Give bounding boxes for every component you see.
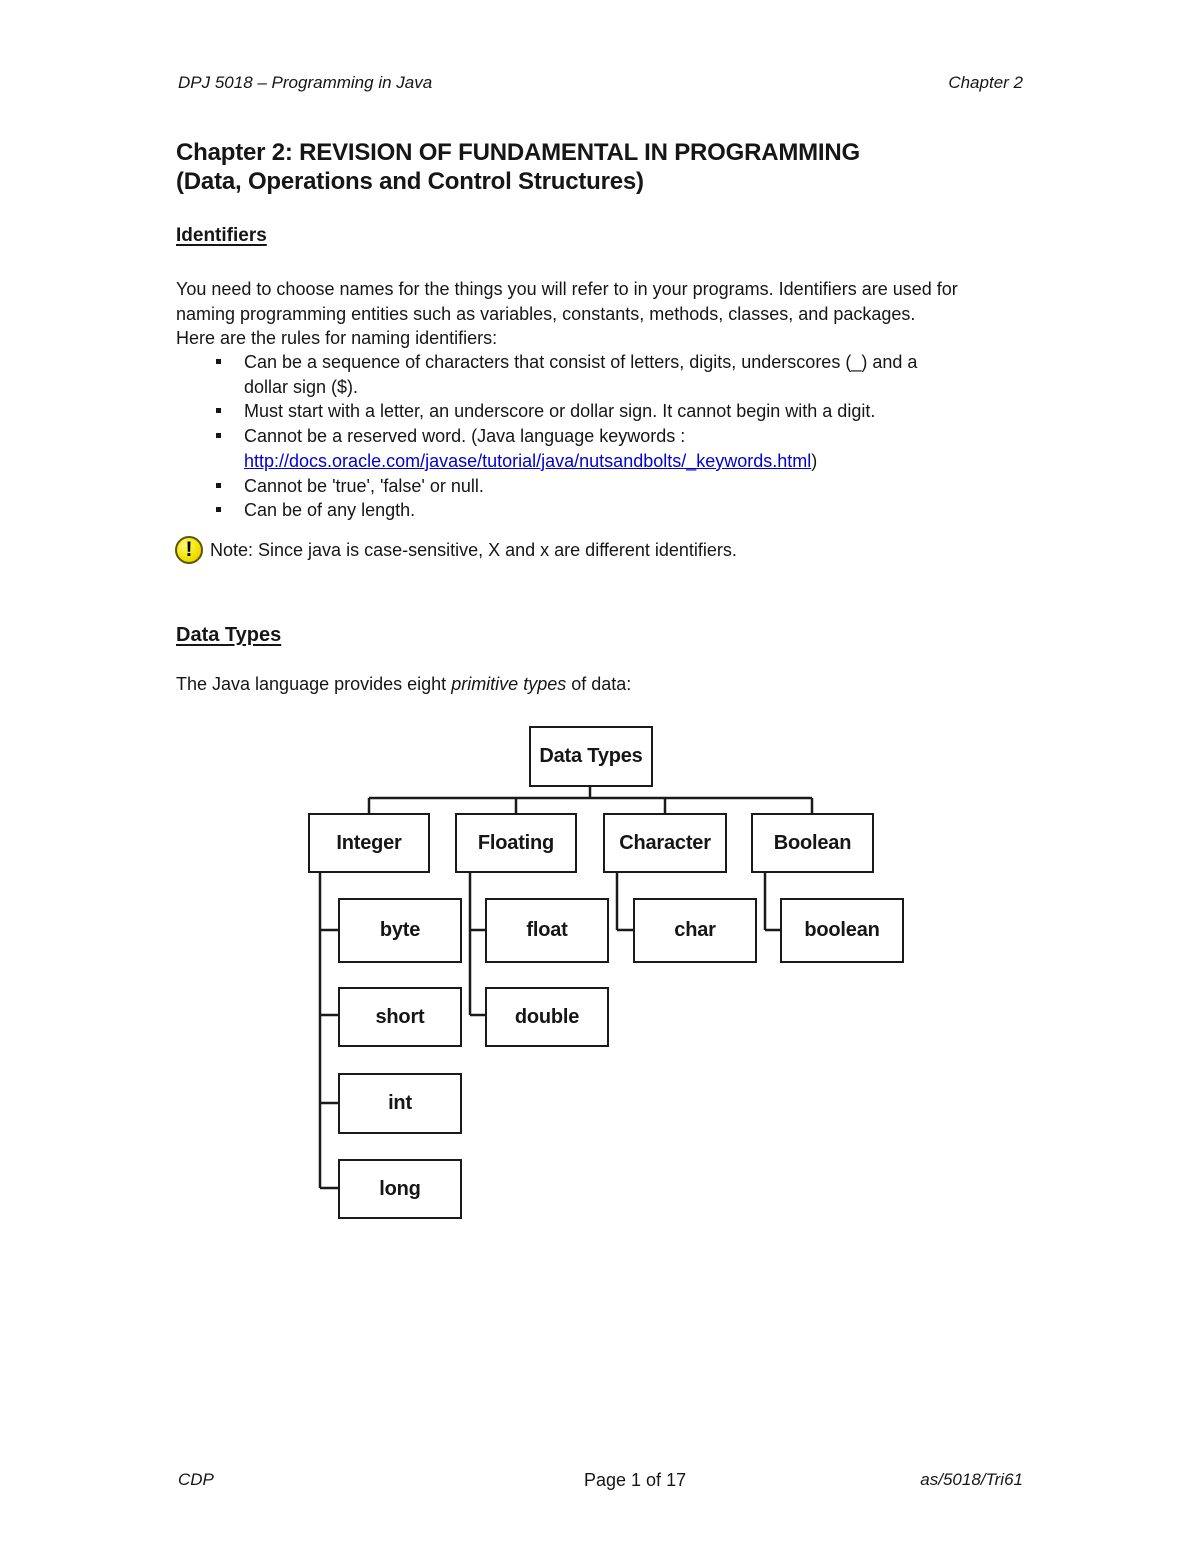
- diagram-box-int: int: [338, 1073, 462, 1134]
- bullet-square-icon: [216, 433, 221, 439]
- diagram-box-integer: Integer: [308, 813, 430, 873]
- data-types-heading: Data Types: [176, 624, 282, 646]
- diagram-box-double: double: [485, 987, 609, 1047]
- page-header: DPJ 5018 – Programming in Java Chapter 2: [178, 73, 1023, 93]
- data-types-intro: The Java language provides eight primiti…: [176, 672, 631, 697]
- chapter-title-line1: Chapter 2: REVISION OF FUNDAMENTAL IN PR…: [176, 139, 860, 166]
- identifiers-heading: Identifiers: [176, 225, 267, 246]
- footer-ref: as/5018/Tri61: [920, 1470, 1023, 1489]
- page-footer: CDP Page 1 of 17 as/5018/Tri61: [178, 1470, 1023, 1490]
- intro-suffix: of data:: [566, 674, 632, 694]
- identifier-rules-list: Can be a sequence of characters that con…: [176, 350, 1032, 523]
- warning-exclamation-icon: !: [175, 536, 203, 564]
- case-sensitive-note: ! Note: Since java is case-sensitive, X …: [175, 536, 737, 564]
- diagram-box-boolean: Boolean: [751, 813, 874, 873]
- diagram-box-floating: Floating: [455, 813, 577, 873]
- chapter-title-line2: (Data, Operations and Control Structures…: [176, 168, 644, 195]
- diagram-box-float: float: [485, 898, 609, 963]
- java-keywords-link[interactable]: http://docs.oracle.com/javase/tutorial/j…: [244, 450, 812, 471]
- intro-line: You need to choose names for the things …: [176, 279, 958, 299]
- header-course-title: DPJ 5018 – Programming in Java: [178, 73, 433, 92]
- diagram-connector-lines: [318, 787, 814, 1190]
- list-item: Can be of any length.: [176, 498, 1032, 523]
- diagram-box-data-types: Data Types: [529, 726, 653, 787]
- list-item: Cannot be a reserved word. (Java languag…: [176, 424, 1032, 473]
- bullet-text: Must start with a letter, an underscore …: [244, 401, 876, 422]
- list-item: Cannot be 'true', 'false' or null.: [176, 474, 1032, 499]
- identifiers-intro: You need to choose names for the things …: [176, 277, 1032, 351]
- diagram-box-boolean-primitive: boolean: [780, 898, 904, 963]
- list-item: Can be a sequence of characters that con…: [176, 350, 1032, 399]
- footer-page-number: Page 1 of 17: [584, 1470, 687, 1490]
- bullet-text: dollar sign ($).: [244, 376, 359, 397]
- bullet-text: Cannot be a reserved word. (Java languag…: [244, 426, 686, 447]
- diagram-box-short: short: [338, 987, 462, 1047]
- chapter-title: Chapter 2: REVISION OF FUNDAMENTAL IN PR…: [176, 138, 1076, 196]
- header-chapter-label: Chapter 2: [948, 73, 1023, 92]
- bullet-square-icon: [216, 408, 221, 414]
- diagram-box-byte: byte: [338, 898, 462, 963]
- diagram-box-char: char: [633, 898, 757, 963]
- intro-line: Here are the rules for naming identifier…: [176, 328, 498, 349]
- data-types-tree-diagram: Data Types Integer Floating Character Bo…: [290, 715, 920, 1235]
- intro-line: naming programming entities such as vari…: [176, 303, 916, 324]
- bullet-text: Can be a sequence of characters that con…: [244, 352, 918, 372]
- diagram-box-long: long: [338, 1159, 462, 1219]
- diagram-box-character: Character: [603, 813, 727, 873]
- bullet-text: Can be of any length.: [244, 500, 416, 521]
- bullet-square-icon: [216, 482, 221, 488]
- footer-author: CDP: [178, 1470, 214, 1489]
- note-text: Note: Since java is case-sensitive, X an…: [210, 539, 737, 560]
- intro-italic: primitive types: [451, 674, 567, 694]
- list-item: Must start with a letter, an underscore …: [176, 399, 1032, 424]
- bullet-square-icon: [216, 507, 221, 513]
- link-suffix: ): [811, 450, 818, 471]
- bullet-text: http://docs.oracle.com/javase/tutorial/j…: [244, 449, 1032, 474]
- intro-prefix: The Java language provides eight: [176, 674, 452, 694]
- bullet-square-icon: [216, 359, 221, 364]
- bullet-text: Cannot be 'true', 'false' or null.: [244, 475, 484, 496]
